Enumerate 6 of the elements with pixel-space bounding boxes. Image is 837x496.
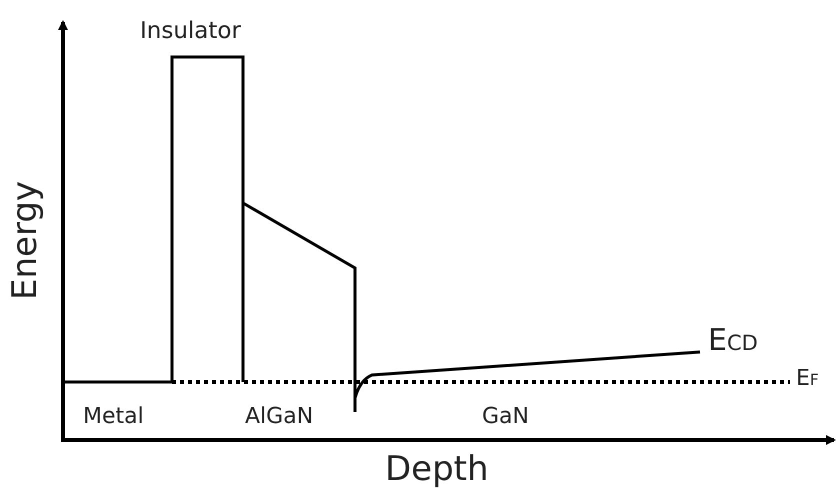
axis-title: Depth xyxy=(385,452,489,486)
axis-title: Energy xyxy=(8,180,42,300)
layer-label: Insulator xyxy=(140,20,241,43)
layer-label: Metal xyxy=(83,406,144,428)
layer-label: AlGaN xyxy=(245,406,314,428)
layer-label: GaN xyxy=(482,406,529,428)
